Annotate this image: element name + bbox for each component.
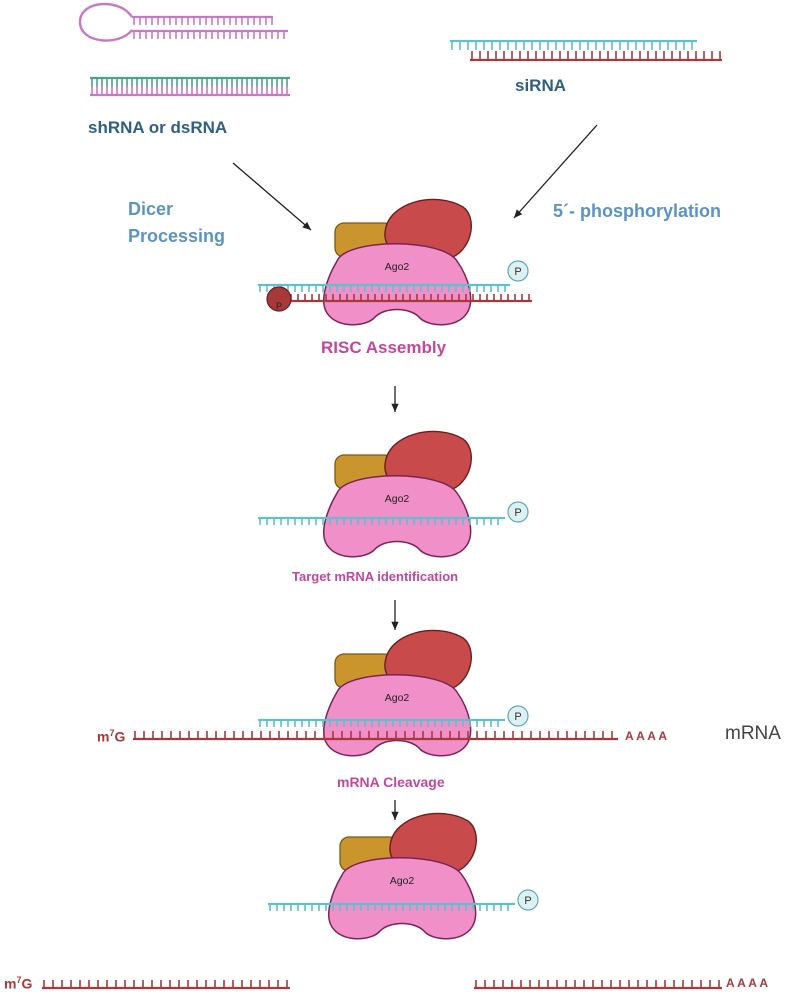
risc-passenger-strand xyxy=(275,294,532,303)
cleavage-phosphate: P xyxy=(507,705,529,727)
phosphate-label: P xyxy=(514,507,521,519)
passenger-phosphate: P xyxy=(266,286,292,312)
polya-bottom: A A A A xyxy=(726,976,768,990)
polya-top: A A A A xyxy=(625,729,667,743)
arrow-phosphorylation xyxy=(513,124,598,219)
arrow-to-cleavage xyxy=(391,600,399,630)
dicer-line-1: Dicer xyxy=(128,199,174,219)
arrow-shaft xyxy=(232,162,312,231)
sirna-cyan xyxy=(450,39,697,50)
arrowhead xyxy=(391,403,399,412)
dsrna-green xyxy=(90,76,290,87)
cap-g: G xyxy=(21,975,33,992)
hairpin-lower xyxy=(132,29,288,39)
arrow-to-release xyxy=(391,800,399,820)
mrna-fragment-5prime xyxy=(42,980,290,990)
mrna-cap-top: m7G xyxy=(97,728,125,745)
risc-assembly-complex: Ago2 xyxy=(323,198,472,326)
cap-m: m xyxy=(97,728,110,745)
mrna-side-label: mRNA xyxy=(725,723,781,744)
identification-guide-strand xyxy=(258,516,505,525)
sirna-label: siRNA xyxy=(515,76,567,95)
released-complex: Ago2 xyxy=(328,812,477,940)
ago2-body xyxy=(323,475,472,558)
cleavage-label: mRNA Cleavage xyxy=(337,774,445,790)
mrna-fragment-3prime xyxy=(474,980,722,990)
released-phosphate: P xyxy=(517,889,539,911)
ago2-label: Ago2 xyxy=(385,692,410,704)
arrowhead xyxy=(391,811,399,820)
sirna-red xyxy=(470,51,722,62)
phosphate-circle xyxy=(266,286,292,312)
ago2-label: Ago2 xyxy=(390,875,415,887)
target-mrna-strand xyxy=(133,731,618,741)
hairpin-loop xyxy=(78,2,134,42)
arrowhead xyxy=(391,621,399,630)
phosphate-label: P xyxy=(514,266,521,278)
risc-phosphate: P xyxy=(507,260,529,282)
phosphate-label: P xyxy=(276,301,282,311)
cap-sup: 7 xyxy=(109,728,115,738)
cleavage-guide-strand xyxy=(258,718,505,727)
shrna-label: shRNA or dsRNA xyxy=(88,118,228,137)
phosphate-label: P xyxy=(514,711,521,723)
shrna-hairpin xyxy=(78,2,134,42)
ago2-body xyxy=(328,857,477,940)
arrow-shaft xyxy=(513,124,598,219)
target-identification-complex: Ago2 xyxy=(323,430,472,558)
arrowhead xyxy=(302,221,311,230)
arrowhead xyxy=(514,209,523,218)
phosphate-circle xyxy=(507,501,529,523)
released-guide-strand xyxy=(268,902,515,911)
phosphorylation-label: 5´- phosphorylation xyxy=(553,201,721,221)
target-identification-label: Target mRNA identification xyxy=(292,569,459,584)
risc-assembly-label: RISC Assembly xyxy=(321,338,447,357)
dsrna-purple xyxy=(90,86,290,97)
phosphate-circle xyxy=(507,260,529,282)
ago2-label: Ago2 xyxy=(385,261,410,273)
phosphate-circle xyxy=(507,705,529,727)
dicer-line-2: Processing xyxy=(128,226,226,246)
dicer-processing-label: Dicer Processing xyxy=(128,196,225,250)
ago2-body xyxy=(323,674,472,757)
cap-sup: 7 xyxy=(16,975,22,985)
phosphate-circle xyxy=(517,889,539,911)
arrow-dicer xyxy=(232,162,312,231)
hairpin-upper xyxy=(132,15,273,25)
identification-phosphate: P xyxy=(507,501,529,523)
mrna-cap-bottom: m7G xyxy=(4,975,32,992)
cleavage-complex: Ago2 xyxy=(323,629,472,757)
cap-g: G xyxy=(114,728,126,745)
ago2-label: Ago2 xyxy=(385,493,410,505)
cap-m: m xyxy=(4,975,17,992)
arrow-to-identification xyxy=(391,386,399,412)
phosphate-label: P xyxy=(524,895,531,907)
